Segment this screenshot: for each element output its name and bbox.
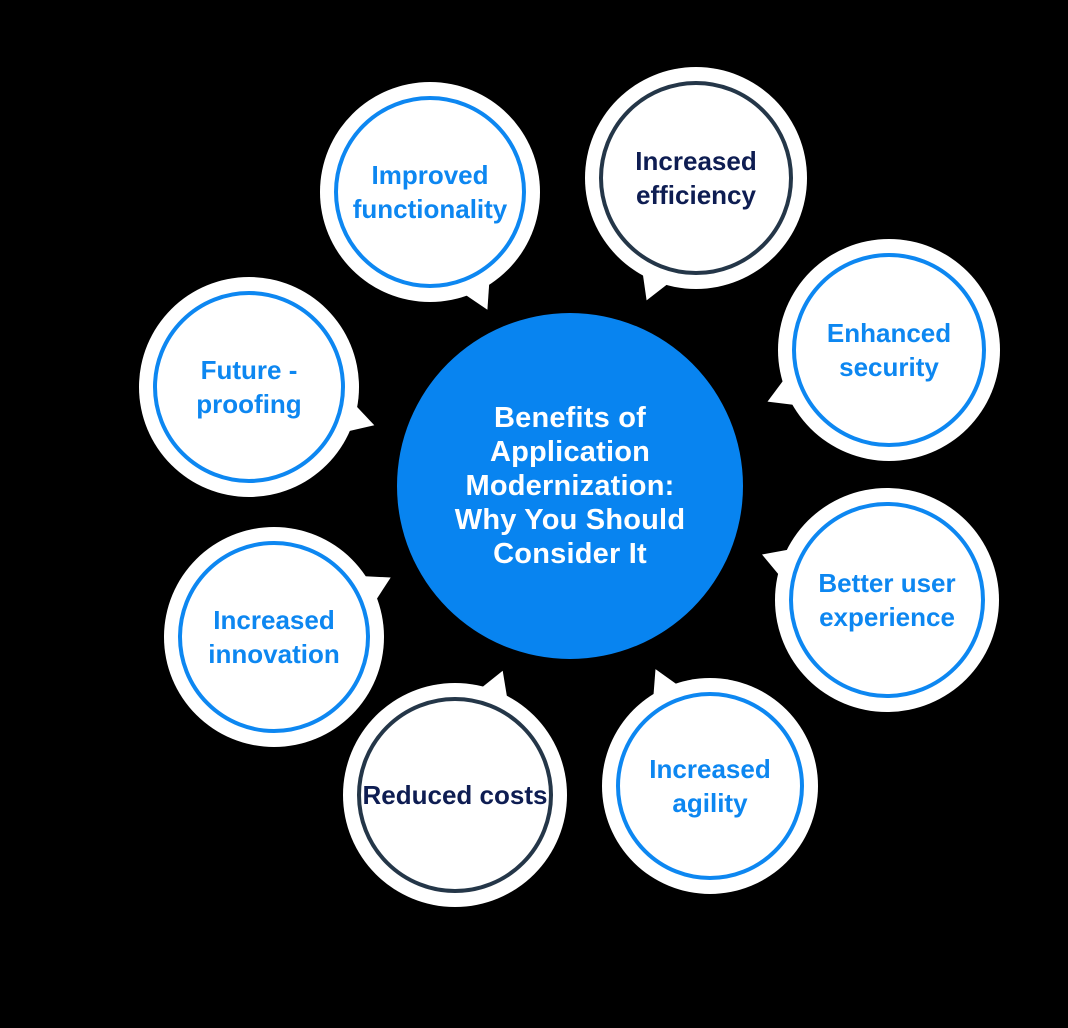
benefit-bubble-increased-agility: Increased agility [566, 642, 854, 930]
benefit-bubble-increased-efficiency: Increased efficiency [549, 31, 843, 325]
benefit-label: Improved functionality [352, 160, 508, 224]
benefit-bubble-better-user-experience: Better user experience [739, 452, 1035, 748]
benefit-label: Future -proofing [196, 355, 302, 419]
benefit-bubble-improved-functionality: Improved functionality [284, 46, 576, 338]
center-title-line: Why You Should [454, 504, 686, 536]
benefit-bubble-enhanced-security: Enhanced security [742, 203, 1036, 497]
benefit-label: Reduced costs [362, 780, 548, 810]
center-title-line: Application [489, 436, 651, 468]
benefit-label: Increased agility [649, 754, 771, 818]
benefit-label: Better user experience [818, 568, 956, 632]
center-title-line: Benefits of [493, 402, 647, 434]
benefit-bubble-reduced-costs: Reduced costs [307, 647, 603, 943]
benefit-label: Enhanced security [826, 318, 952, 382]
benefit-bubble-increased-innovation: Increased innovation [128, 491, 420, 783]
center-title-line: Modernization: [465, 470, 675, 502]
center-title-line: Consider It [493, 538, 647, 570]
benefit-label: Increased efficiency [635, 146, 757, 210]
benefit-bubble-future-proofing: Future -proofing [103, 241, 395, 533]
benefit-label: Increased innovation [208, 605, 340, 669]
center-topic-circle: Benefits of Application Modernization: W… [397, 313, 743, 659]
